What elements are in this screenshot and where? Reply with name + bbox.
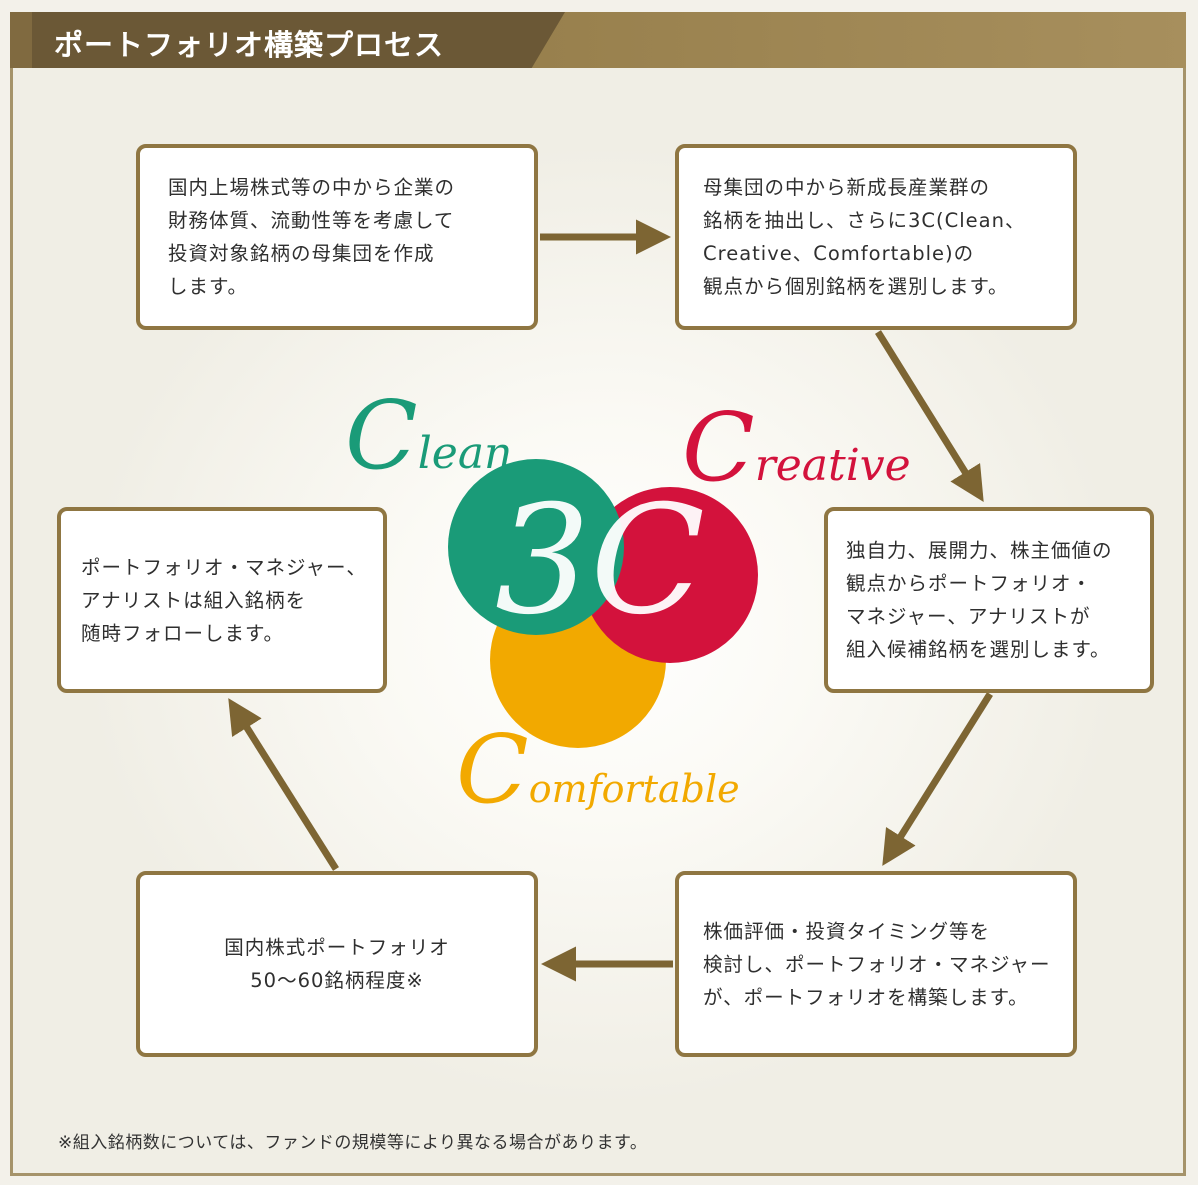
arrow-step5-to-step6: [228, 698, 339, 871]
step-3-box: 独自力、展開力、株主価値の 観点からポートフォリオ・ マネジャー、アナリストが …: [824, 507, 1154, 693]
step-2-line: Creative、Comfortable)の: [703, 242, 975, 265]
comfortable-label: Comfortable: [456, 715, 740, 825]
step-2-line: 銘柄を抽出し、さらに3C(Clean、: [703, 209, 1026, 232]
step-4-box: 株価評価・投資タイミング等を 検討し、ポートフォリオ・マネジャー が、ポートフォ…: [675, 871, 1077, 1057]
clean-label: Clean: [345, 381, 512, 491]
step-3-line: 観点からポートフォリオ・: [846, 572, 1093, 595]
step-4-line: 検討し、ポートフォリオ・マネジャー: [703, 952, 1051, 976]
step-2-line: 母集団の中から新成長産業群の: [703, 176, 991, 199]
step-2-box: 母集団の中から新成長産業群の 銘柄を抽出し、さらに3C(Clean、 Creat…: [675, 144, 1077, 330]
step-1-line: 国内上場株式等の中から企業の: [168, 176, 456, 199]
clean-circle: [448, 459, 624, 635]
creative-label: Creative: [682, 393, 911, 503]
step-1-line: 投資対象銘柄の母集団を作成: [168, 242, 435, 265]
page-title: ポートフォリオ構築プロセス: [54, 28, 445, 62]
footnote: ※組入銘柄数については、ファンドの規模等により異なる場合があります。: [58, 1133, 648, 1153]
step-1-line: 財務体質、流動性等を考慮して: [168, 209, 455, 232]
step-6-line: 随時フォローします。: [81, 621, 285, 645]
step-3-line: マネジャー、アナリストが: [846, 605, 1091, 628]
step-6-line: ポートフォリオ・マネジャー、: [81, 555, 367, 579]
title-tab: [10, 12, 565, 68]
arrow-step2-to-step3: [875, 330, 984, 502]
step-1-box: 国内上場株式等の中から企業の 財務体質、流動性等を考慮して 投資対象銘柄の母集団…: [136, 144, 538, 330]
step-5-box: 国内株式ポートフォリオ 50〜60銘柄程度※: [136, 871, 538, 1057]
step-4-line: 株価評価・投資タイミング等を: [703, 919, 991, 943]
step-4-line: が、ポートフォリオを構築します。: [703, 985, 1029, 1009]
step-6-line: アナリストは組入銘柄を: [81, 588, 307, 612]
logo-3c: 3C: [495, 474, 705, 648]
step-2-line: 観点から個別銘柄を選別します。: [703, 275, 1009, 298]
step-3-line: 組入候補銘柄を選別します。: [846, 638, 1111, 661]
step-3-line: 独自力、展開力、株主価値の: [846, 539, 1113, 562]
step-5-line: 国内株式ポートフォリオ: [224, 936, 450, 959]
step-5-line: 50〜60銘柄程度※: [250, 969, 424, 992]
arrow-step3-to-step4: [882, 692, 993, 866]
creative-circle: [582, 487, 758, 663]
step-6-box: ポートフォリオ・マネジャー、 アナリストは組入銘柄を 随時フォローします。: [57, 507, 387, 693]
step-1-line: します。: [168, 275, 249, 298]
